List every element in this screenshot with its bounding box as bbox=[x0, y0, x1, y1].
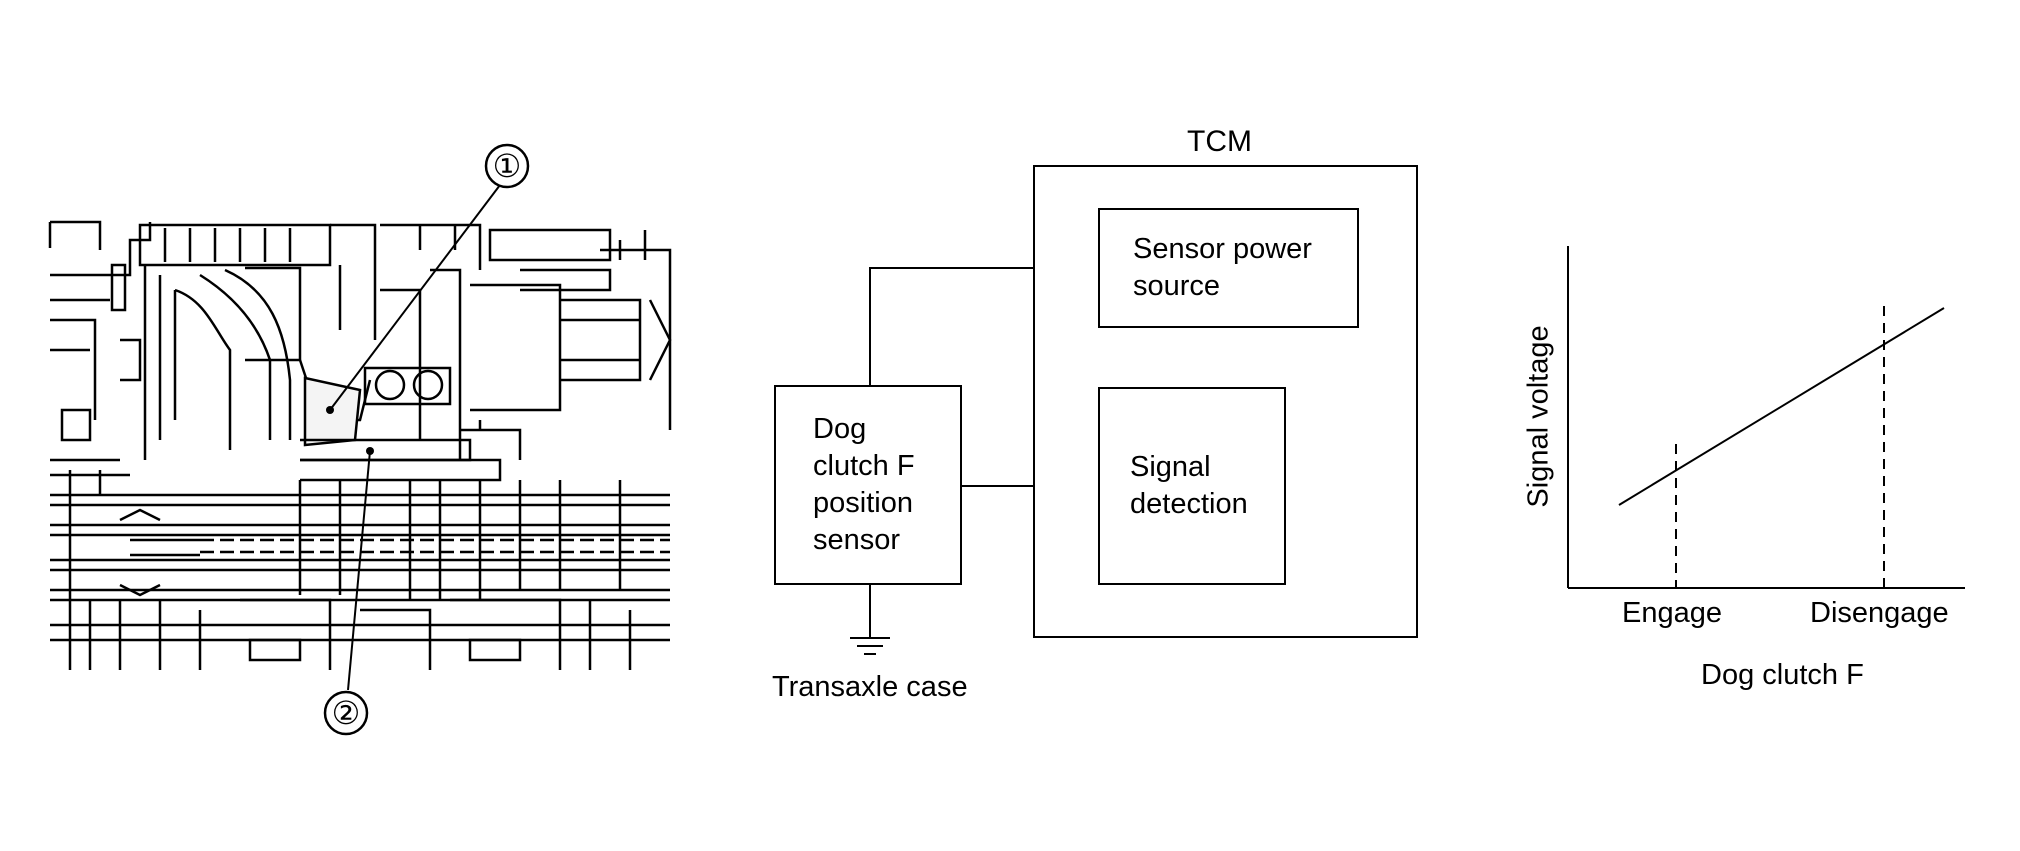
sensor-label-line-3: position bbox=[813, 487, 913, 519]
transaxle-case-label: Transaxle case bbox=[772, 671, 968, 703]
sensor-label-line-4: sensor bbox=[813, 524, 901, 556]
sensor-label-line-2: clutch F bbox=[813, 450, 915, 482]
callout-2-label: ② bbox=[331, 695, 361, 731]
x-axis-label: Dog clutch F bbox=[1701, 659, 1864, 691]
sensor-power-source-line-1: Sensor power bbox=[1133, 233, 1312, 265]
signal-detection-line-2: detection bbox=[1130, 488, 1248, 520]
dog-clutch-f-position-sensor-box: Dog clutch F position sensor bbox=[774, 385, 962, 585]
sensor-power-source-line-2: source bbox=[1133, 270, 1221, 302]
signal-detection-box: Signal detection bbox=[1098, 387, 1286, 585]
signal-line bbox=[1618, 307, 1945, 506]
sensor-label-line-1: Dog bbox=[813, 413, 867, 445]
signal-detection-line-1: Signal bbox=[1130, 451, 1211, 483]
engage-label: Engage bbox=[1622, 597, 1722, 629]
callout-1-label: ① bbox=[492, 148, 522, 184]
tcm-label: TCM bbox=[1187, 125, 1252, 158]
disengage-label: Disengage bbox=[1810, 597, 1949, 629]
sensor-power-source-box: Sensor power source bbox=[1098, 208, 1359, 328]
y-axis-label: Signal voltage bbox=[1522, 325, 1555, 508]
